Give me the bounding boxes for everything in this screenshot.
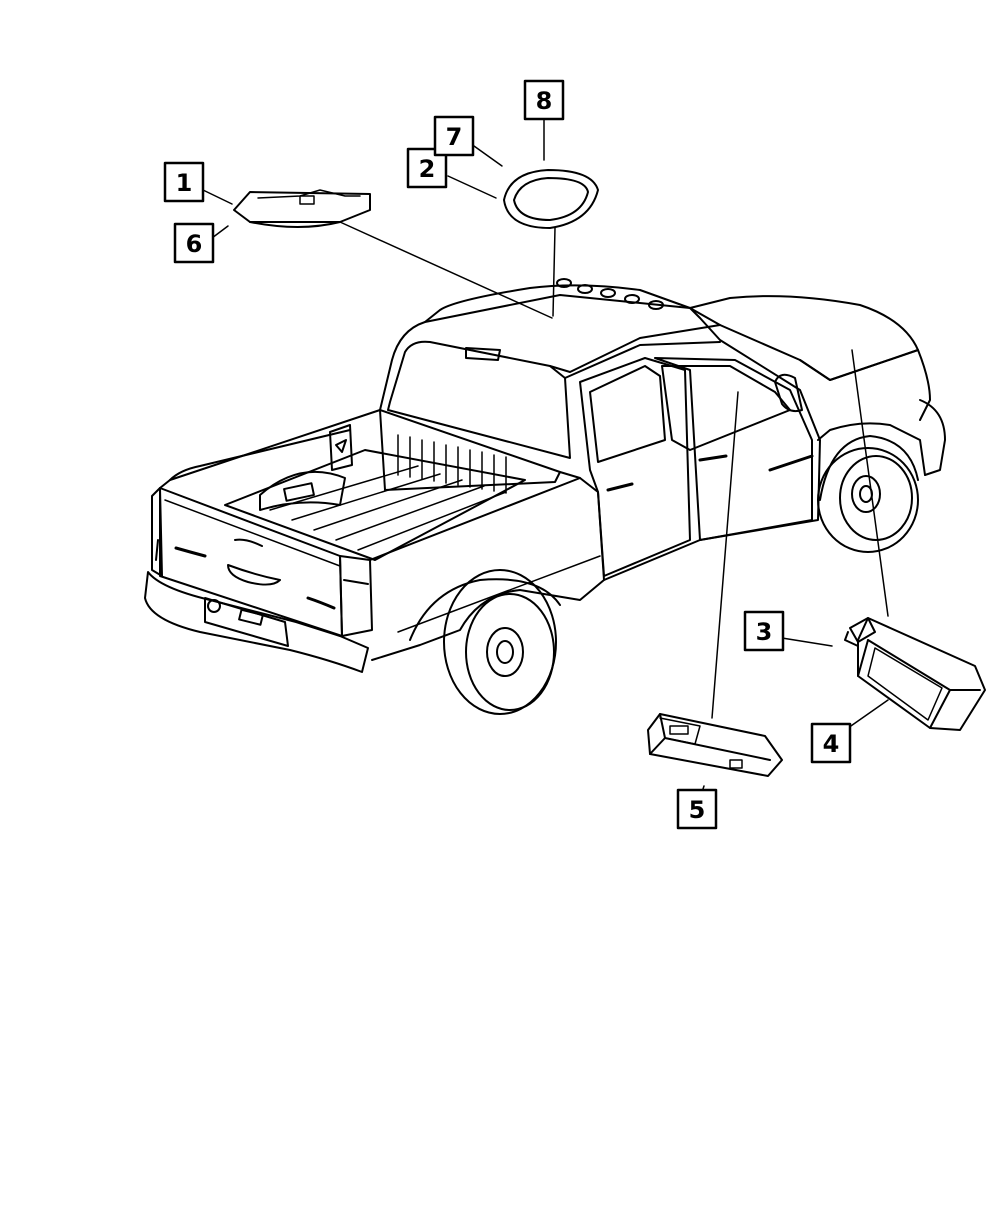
front-fender-arch (819, 435, 919, 501)
front-door (654, 357, 813, 541)
callout-label: 7 (446, 123, 463, 151)
callout-label: 5 (689, 796, 706, 824)
callout-label: 6 (186, 230, 203, 258)
callout-7: 7 (433, 115, 475, 157)
rear-fender-arch (409, 578, 561, 641)
callout-8: 8 (523, 79, 565, 121)
right-tail-light (339, 555, 373, 637)
cab-body (379, 294, 821, 581)
bed-floor (224, 449, 526, 561)
receiver-module (647, 713, 783, 777)
courtesy-lamp-lens (503, 169, 599, 229)
callout-3: 3 (743, 610, 785, 652)
rear-door-window (589, 365, 666, 463)
callout-label: 2 (419, 155, 436, 183)
wheel-well-hump (259, 470, 346, 511)
callout-label: 3 (756, 618, 773, 646)
rear-window (387, 340, 571, 459)
tailgate-handle (227, 564, 281, 586)
dome-lamp-assembly (233, 189, 371, 228)
bed-side (369, 477, 605, 661)
leader-lines (202, 117, 889, 799)
callout-5: 5 (676, 788, 718, 830)
callout-label: 8 (536, 87, 553, 115)
pickup-truck-illustration (144, 278, 946, 715)
side-mirror (774, 373, 803, 413)
rear-door (579, 357, 691, 577)
roof-marker-lights (556, 278, 664, 310)
front-wheel (817, 447, 919, 553)
callout-4: 4 (810, 722, 852, 764)
rear-wheel (443, 569, 557, 715)
callout-label: 1 (176, 169, 193, 197)
left-tail-light (151, 487, 163, 577)
callout-label: 4 (823, 730, 840, 758)
rear-bumper (144, 571, 369, 673)
control-module (844, 617, 986, 731)
cab-roof (424, 284, 721, 373)
callout-1: 1 (163, 161, 205, 203)
tailgate (159, 487, 343, 637)
callout-6: 6 (173, 222, 215, 264)
hood (689, 295, 919, 381)
